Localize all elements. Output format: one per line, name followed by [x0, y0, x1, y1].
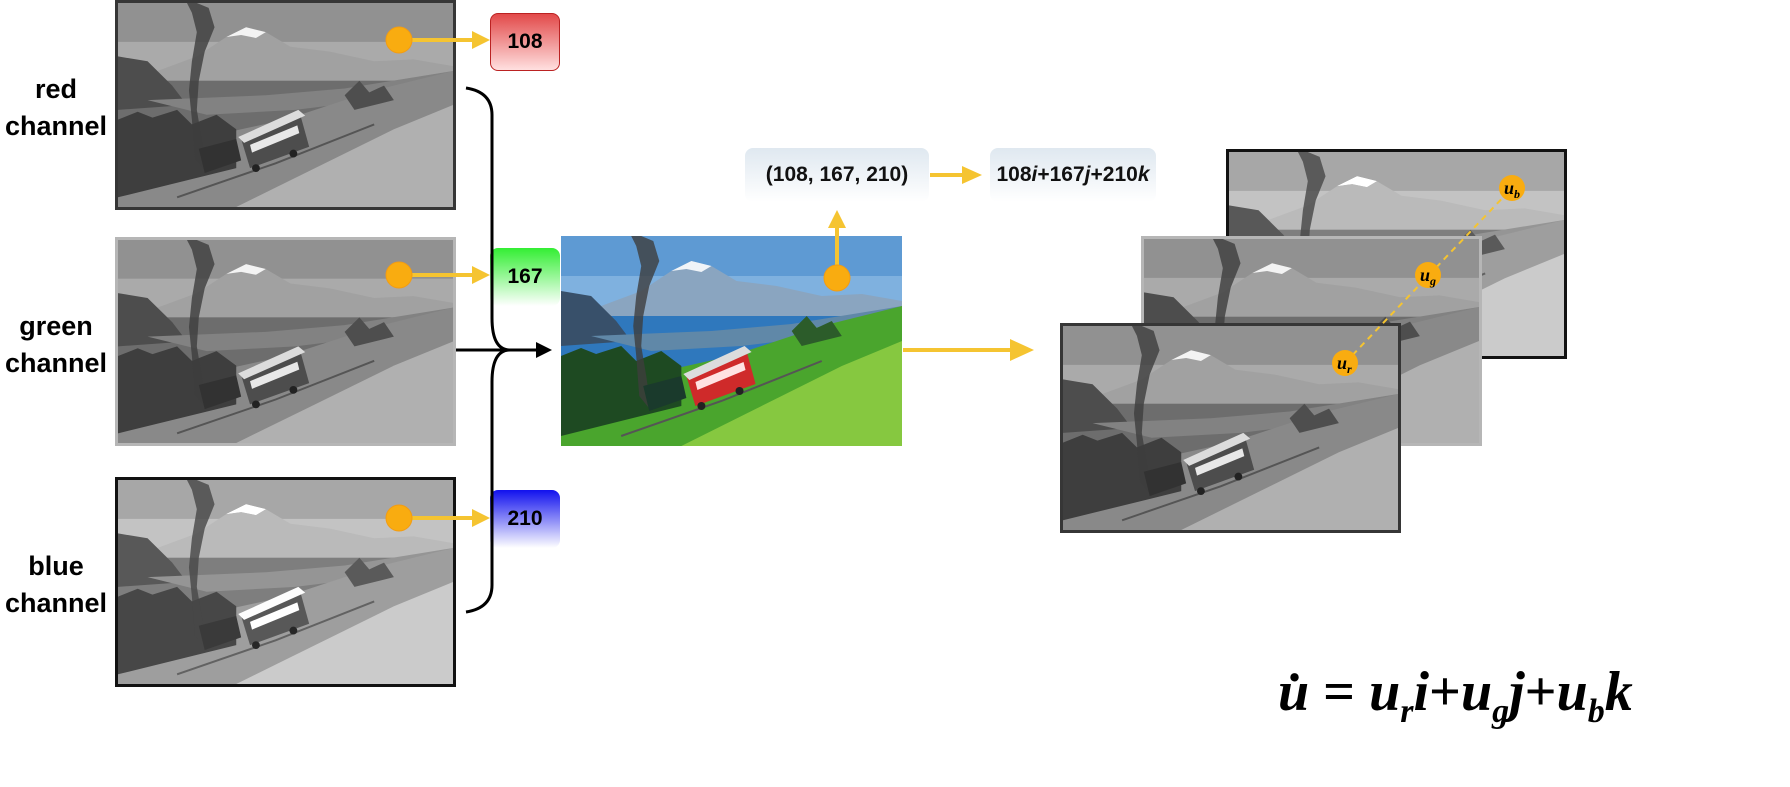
composite-sample-dot — [823, 264, 851, 292]
red-value-badge: 108 — [490, 13, 560, 71]
quaternion-arrow-head — [962, 166, 982, 184]
red-value-arrow-head — [472, 31, 490, 49]
blue-value-arrow-head — [472, 509, 490, 527]
tuple-arrow-head — [828, 210, 846, 228]
pixel-depth-line — [1344, 187, 1513, 364]
blue-sample-dot — [385, 504, 413, 532]
svg-text:ug: ug — [1420, 265, 1436, 288]
merge-arrow-head — [536, 342, 552, 358]
red-channel-image — [115, 0, 456, 210]
quaternion-formula: u̇ = uri+ugj+ubk — [1278, 661, 1633, 731]
ub-marker: ub — [1499, 175, 1525, 201]
blue-value-badge: 210 — [490, 490, 560, 548]
green-value-badge: 167 — [490, 248, 560, 306]
stack-red-image — [1060, 323, 1401, 533]
red-sample-dot — [385, 26, 413, 54]
ug-marker: ug — [1415, 262, 1441, 288]
stack-arrow-head — [1010, 339, 1034, 361]
green-sample-dot — [385, 261, 413, 289]
green-channel-image — [115, 237, 456, 446]
pixel-tuple-box: (108, 167, 210) — [745, 148, 929, 202]
ur-marker: ur — [1332, 350, 1358, 376]
green-value-arrow-head — [472, 266, 490, 284]
svg-text:ub: ub — [1504, 178, 1520, 201]
blue-channel-image — [115, 477, 456, 687]
svg-text:ur: ur — [1337, 353, 1352, 376]
